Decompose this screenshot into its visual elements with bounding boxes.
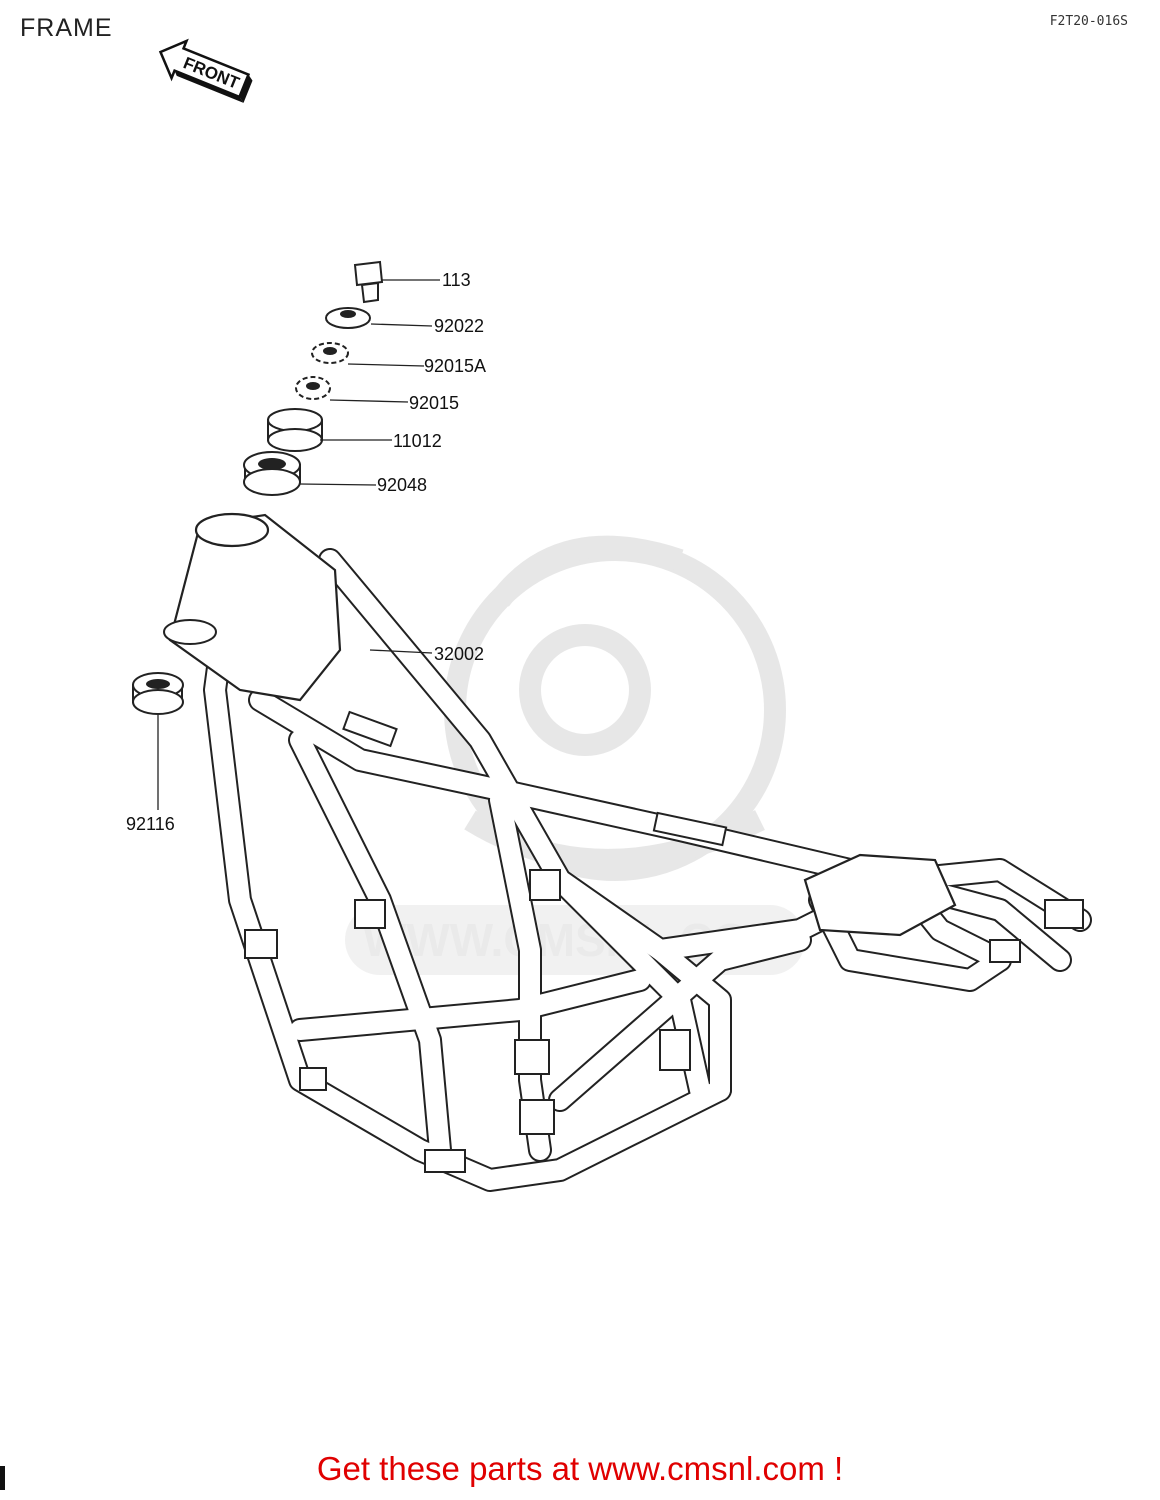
frame-32002: [163, 512, 1092, 1192]
page-title: FRAME: [20, 14, 113, 42]
part-92022-washer: [325, 307, 371, 329]
part-label-113: 113: [442, 270, 471, 290]
part-113-bolt: [353, 260, 384, 304]
leader-lines: [157, 279, 440, 810]
rear-frame-box: [803, 853, 957, 937]
part-92048-bearing: [243, 451, 301, 496]
part-11012-cap: [267, 408, 323, 452]
part-label-92116: 92116: [126, 814, 175, 834]
steering-head-top: [194, 512, 270, 548]
mounting-tabs: [244, 710, 1084, 1173]
part-92015a-lockwasher: [311, 342, 349, 364]
diagram-code: F2T20-016S: [1049, 14, 1128, 29]
part-label-92015: 92015: [409, 393, 459, 413]
part-92015-nut: [295, 376, 331, 400]
part-label-92015a: 92015A: [424, 356, 486, 376]
part-label-11012: 11012: [393, 431, 442, 451]
frame-headstock: [168, 513, 342, 702]
frame-tube-fills: [205, 530, 1090, 1190]
get-parts-link[interactable]: Get these parts at www.cmsnl.com !: [316, 1450, 844, 1487]
front-arrow-icon: FRONT: [158, 38, 253, 103]
part-label-92048: 92048: [377, 475, 427, 495]
part-label-92022: 92022: [434, 316, 484, 336]
part-label-32002: 32002: [434, 644, 484, 664]
part-92116-grommet: [132, 672, 184, 715]
part-labels: 113 92022 92015A 92015 11012 92048 32002…: [126, 270, 486, 834]
front-arrow: FRONT: [158, 38, 253, 103]
steering-head-bottom: [163, 619, 217, 645]
edge-mark: [0, 1466, 5, 1490]
